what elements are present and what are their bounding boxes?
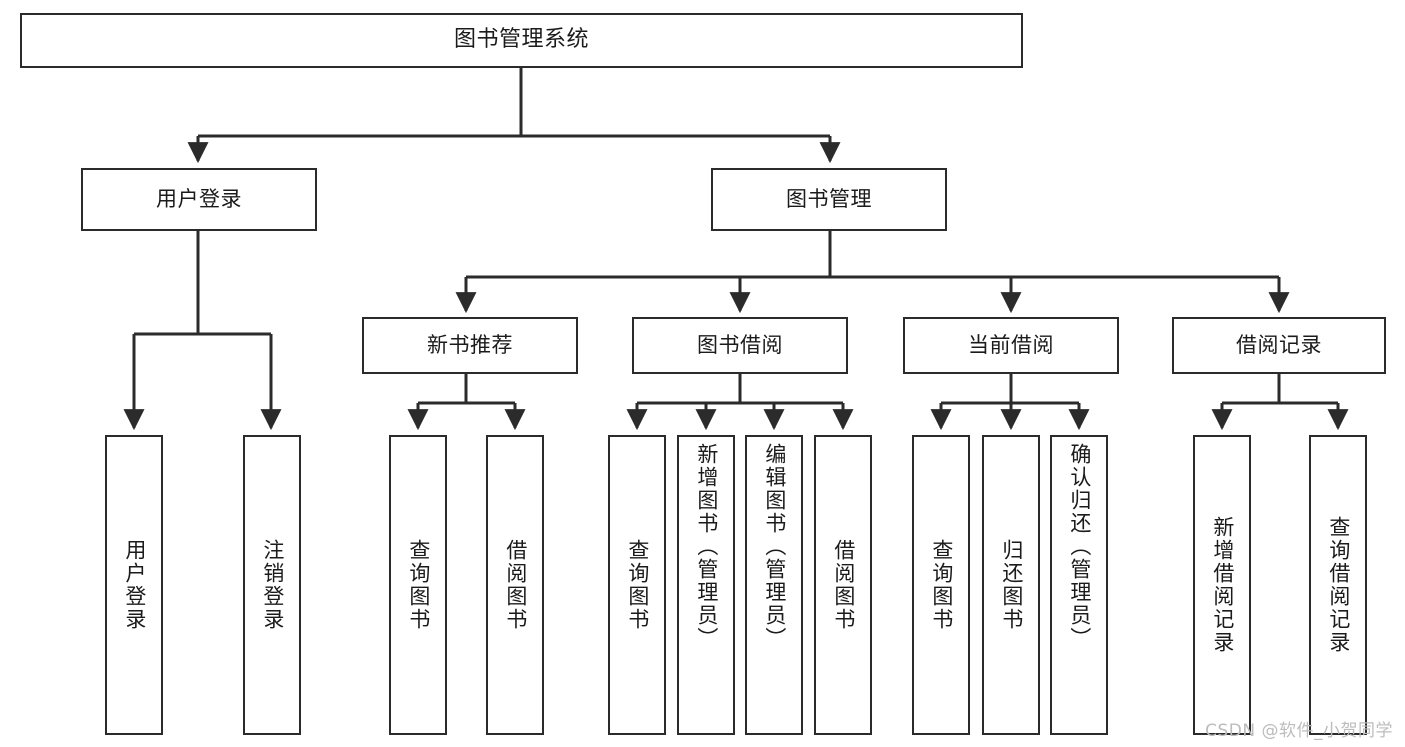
- node-leaf-query-book-3-label: 查询图书: [929, 539, 954, 631]
- node-leaf-edit-book-label: 编辑图书（管理员）: [762, 443, 787, 650]
- node-new-book-recommend[interactable]: 新书推荐: [362, 317, 578, 374]
- node-leaf-query-book-1[interactable]: 查询图书: [389, 435, 447, 735]
- node-leaf-return-book[interactable]: 归还图书: [982, 435, 1040, 735]
- node-book-manage[interactable]: 图书管理: [711, 168, 947, 231]
- node-borrow-record[interactable]: 借阅记录: [1172, 317, 1386, 374]
- node-leaf-add-book[interactable]: 新增图书（管理员）: [677, 435, 735, 735]
- node-root-system[interactable]: 图书管理系统: [20, 13, 1023, 68]
- node-book-borrow-label: 图书借阅: [697, 332, 783, 357]
- node-leaf-borrow-book-1-label: 借阅图书: [503, 539, 528, 631]
- node-leaf-query-book-3[interactable]: 查询图书: [912, 435, 970, 735]
- node-current-borrow-label: 当前借阅: [968, 332, 1054, 357]
- node-leaf-return-book-label: 归还图书: [999, 539, 1024, 631]
- node-leaf-query-book-2[interactable]: 查询图书: [608, 435, 666, 735]
- node-leaf-logout-login[interactable]: 注销登录: [243, 435, 301, 735]
- node-user-login-label: 用户登录: [156, 186, 242, 211]
- node-leaf-confirm-return-label: 确认归还（管理员）: [1067, 443, 1092, 650]
- node-leaf-add-borrow-record-label: 新增借阅记录: [1210, 516, 1235, 654]
- node-leaf-query-book-1-label: 查询图书: [406, 539, 431, 631]
- node-leaf-add-borrow-record[interactable]: 新增借阅记录: [1193, 435, 1251, 735]
- node-current-borrow[interactable]: 当前借阅: [903, 317, 1119, 374]
- node-new-book-recommend-label: 新书推荐: [427, 332, 513, 357]
- node-leaf-query-book-2-label: 查询图书: [625, 539, 650, 631]
- node-leaf-logout-login-label: 注销登录: [260, 539, 285, 631]
- node-leaf-query-borrow-record[interactable]: 查询借阅记录: [1309, 435, 1367, 735]
- node-leaf-borrow-book-2[interactable]: 借阅图书: [814, 435, 872, 735]
- node-borrow-record-label: 借阅记录: [1236, 332, 1322, 357]
- node-leaf-add-book-label: 新增图书（管理员）: [694, 443, 719, 650]
- node-book-borrow[interactable]: 图书借阅: [632, 317, 848, 374]
- node-root-system-label: 图书管理系统: [453, 27, 589, 53]
- node-leaf-edit-book[interactable]: 编辑图书（管理员）: [745, 435, 803, 735]
- node-book-manage-label: 图书管理: [786, 186, 872, 211]
- watermark-text: CSDN @软件_小贺同学: [1205, 721, 1393, 741]
- node-leaf-user-login[interactable]: 用户登录: [105, 435, 163, 735]
- node-leaf-user-login-label: 用户登录: [122, 539, 147, 631]
- node-leaf-borrow-book-1[interactable]: 借阅图书: [486, 435, 544, 735]
- node-user-login[interactable]: 用户登录: [81, 168, 317, 231]
- node-leaf-borrow-book-2-label: 借阅图书: [831, 539, 856, 631]
- node-leaf-confirm-return[interactable]: 确认归还（管理员）: [1050, 435, 1108, 735]
- node-leaf-query-borrow-record-label: 查询借阅记录: [1326, 516, 1351, 654]
